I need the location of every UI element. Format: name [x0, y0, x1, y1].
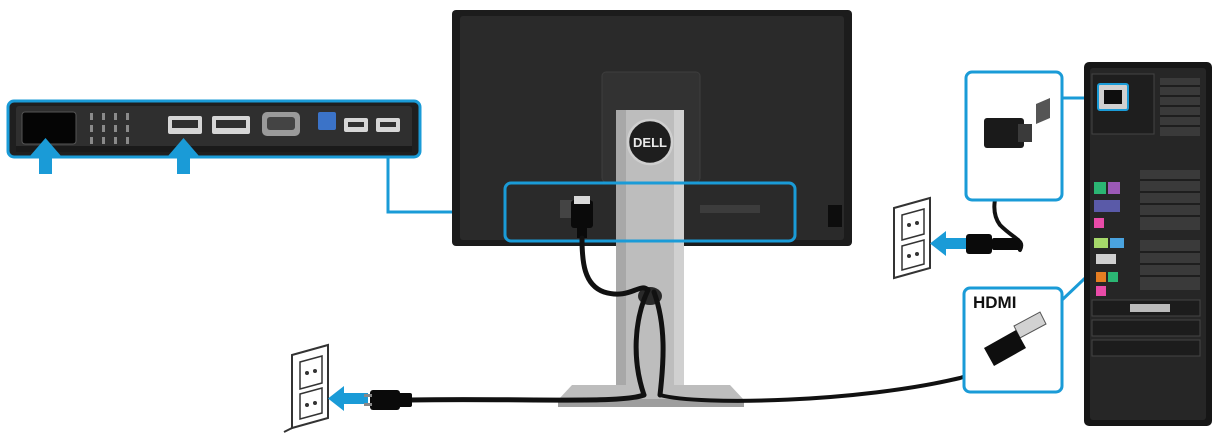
- up-arrow-icon: [30, 138, 61, 174]
- monitor-port-callout: [503, 181, 797, 243]
- desktop-tower: [1084, 62, 1212, 426]
- hdmi-plug-icon: [984, 311, 1047, 366]
- vent-slots: [90, 113, 129, 144]
- up-arrow-icon: [168, 138, 199, 174]
- hdmi-callout: HDMI: [962, 260, 1104, 394]
- pc-power-callout: [964, 70, 1110, 202]
- wall-outlet-icon: [893, 196, 931, 280]
- hdmi-plug-icon: [571, 196, 593, 238]
- hdmi-label: HDMI: [973, 293, 1016, 312]
- pc-hdmi-port: [1096, 254, 1116, 264]
- power-plug-icon: [984, 118, 1024, 148]
- left-arrow-icon: [328, 386, 368, 411]
- usb-upstream-port: [318, 112, 336, 130]
- power-plug-icon: [966, 234, 1020, 254]
- wall-outlet-icon: [283, 343, 329, 433]
- dell-logo: DELL: [626, 118, 674, 166]
- power-port: [21, 111, 77, 145]
- pc-io-ports: [1094, 182, 1124, 296]
- brand-label: DELL: [633, 135, 667, 150]
- io-port-panel: [6, 99, 422, 159]
- power-plug-icon: [364, 390, 412, 410]
- left-arrow-icon: [930, 231, 966, 256]
